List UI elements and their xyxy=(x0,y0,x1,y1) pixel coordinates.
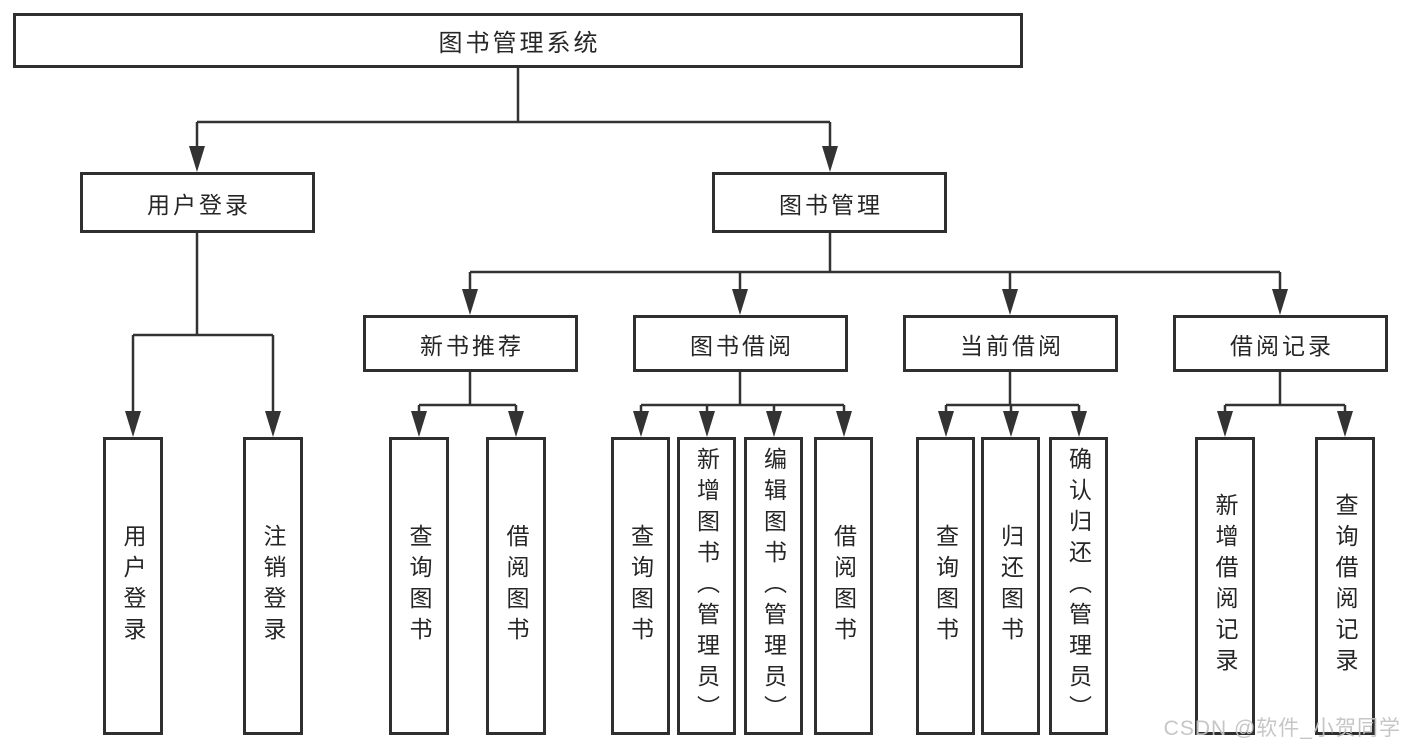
node-label: 新增借阅记录 xyxy=(1212,493,1238,679)
leaf-borrow-books-recommend: 借阅图书 xyxy=(486,437,546,735)
node-label: 编辑图书（管理员） xyxy=(760,446,787,726)
node-label: 确认归还（管理员） xyxy=(1065,446,1092,726)
node-label: 新书推荐 xyxy=(420,332,524,359)
node-book-management: 图书管理 xyxy=(712,172,947,233)
leaf-add-books-admin: 新增图书（管理员） xyxy=(677,437,736,735)
node-label: 查询借阅记录 xyxy=(1332,493,1358,679)
node-label: 注销登录 xyxy=(260,524,286,648)
node-label: 归还图书 xyxy=(997,524,1024,648)
leaf-query-books-current: 查询图书 xyxy=(916,437,975,735)
node-label: 图书借阅 xyxy=(690,332,794,359)
leaf-confirm-return-admin: 确认归还（管理员） xyxy=(1049,437,1108,735)
leaf-query-books-borrow: 查询图书 xyxy=(611,437,670,735)
leaf-user-login: 用户登录 xyxy=(103,437,163,735)
node-label: 查询图书 xyxy=(406,524,432,648)
leaf-return-books: 归还图书 xyxy=(981,437,1040,735)
node-label: 用户登录 xyxy=(147,191,251,218)
node-label: 图书管理系统 xyxy=(438,30,601,57)
leaf-add-borrow-record: 新增借阅记录 xyxy=(1195,437,1255,735)
node-user-login: 用户登录 xyxy=(80,172,315,233)
node-borrow-records: 借阅记录 xyxy=(1173,315,1388,372)
node-label: 用户登录 xyxy=(120,524,146,648)
leaf-query-books-recommend: 查询图书 xyxy=(389,437,449,735)
node-label: 借阅记录 xyxy=(1230,332,1334,359)
node-label: 当前借阅 xyxy=(960,332,1064,359)
leaf-query-borrow-record: 查询借阅记录 xyxy=(1315,437,1375,735)
node-label: 借阅图书 xyxy=(830,524,857,648)
csdn-watermark: CSDN @软件_小贺同学 xyxy=(1163,717,1401,740)
leaf-edit-books-admin: 编辑图书（管理员） xyxy=(744,437,803,735)
node-label: 借阅图书 xyxy=(503,524,529,648)
node-new-book-recommend: 新书推荐 xyxy=(363,315,578,372)
leaf-logout: 注销登录 xyxy=(243,437,303,735)
node-label: 查询图书 xyxy=(627,524,654,648)
node-label: 图书管理 xyxy=(779,191,883,218)
node-label: 查询图书 xyxy=(932,524,959,648)
node-book-borrow: 图书借阅 xyxy=(633,315,848,372)
node-system-root: 图书管理系统 xyxy=(13,13,1023,68)
leaf-borrow-books: 借阅图书 xyxy=(814,437,873,735)
node-current-borrow: 当前借阅 xyxy=(903,315,1118,372)
node-label: 新增图书（管理员） xyxy=(693,446,720,726)
arrowheads xyxy=(125,146,1353,437)
